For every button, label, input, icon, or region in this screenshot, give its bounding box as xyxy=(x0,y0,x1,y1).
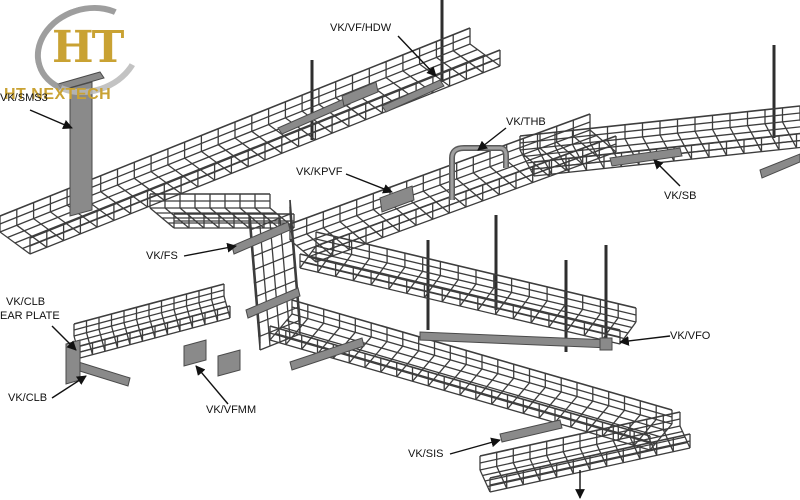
tray-upper-right xyxy=(519,105,800,177)
tray-upper-branch xyxy=(149,193,295,229)
tray-lower-cross xyxy=(479,411,691,493)
label-clb: VK/CLB xyxy=(8,392,48,404)
tray-right-lower xyxy=(299,231,637,345)
label-vfmm: VK/VFMM xyxy=(206,404,257,416)
tray-left-small xyxy=(73,283,231,359)
label-fs: VK/FS xyxy=(146,250,178,262)
leader-arrows xyxy=(29,35,681,499)
brand-logo: HT HT NEXTECH xyxy=(0,0,160,110)
label-vfo: VK/VFO xyxy=(670,330,711,342)
label-sms3: VK/SMS3 xyxy=(0,92,48,104)
label-ear-plate: EAR PLATE xyxy=(0,310,60,322)
label-sb: VK/SB xyxy=(664,190,697,202)
threaded-rods xyxy=(310,0,776,352)
label-kpvf: VK/KPVF xyxy=(296,166,343,178)
label-thb: VK/THB xyxy=(506,116,546,128)
logo-name: HT NEXTECH xyxy=(4,86,112,103)
label-clb-top: VK/CLB xyxy=(6,296,46,308)
tray-lower-run xyxy=(269,299,673,451)
wire-mesh-trays xyxy=(0,27,800,493)
label-vf-hdw: VK/VF/HDW xyxy=(330,22,392,34)
logo-mark: HT xyxy=(52,22,124,73)
support-brackets xyxy=(57,71,800,443)
label-sis: VK/SIS xyxy=(408,448,444,460)
tray-upper-main xyxy=(0,27,501,255)
